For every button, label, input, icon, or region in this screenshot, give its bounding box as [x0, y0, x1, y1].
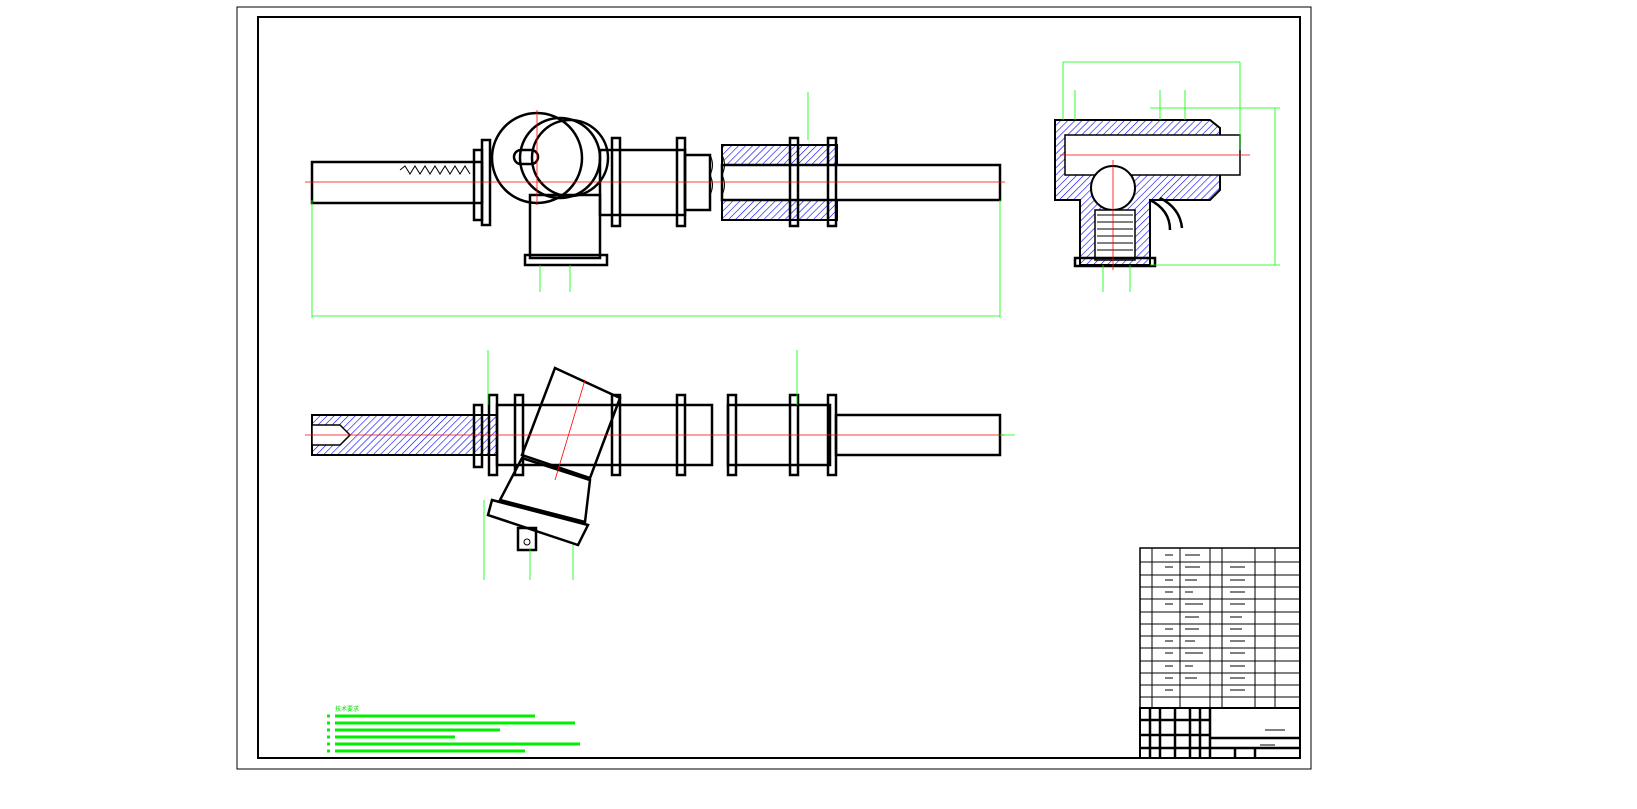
technical-notes: 技术要求	[325, 706, 585, 761]
parts-list-table	[1139, 547, 1301, 759]
side-section-view	[1054, 61, 1280, 292]
notes-heading: 技术要求	[335, 706, 360, 713]
notes-text-lines	[327, 714, 580, 753]
outer-border	[236, 6, 1312, 770]
inner-frame	[257, 16, 1301, 759]
top-view	[305, 350, 1015, 580]
front-view	[305, 92, 1005, 318]
